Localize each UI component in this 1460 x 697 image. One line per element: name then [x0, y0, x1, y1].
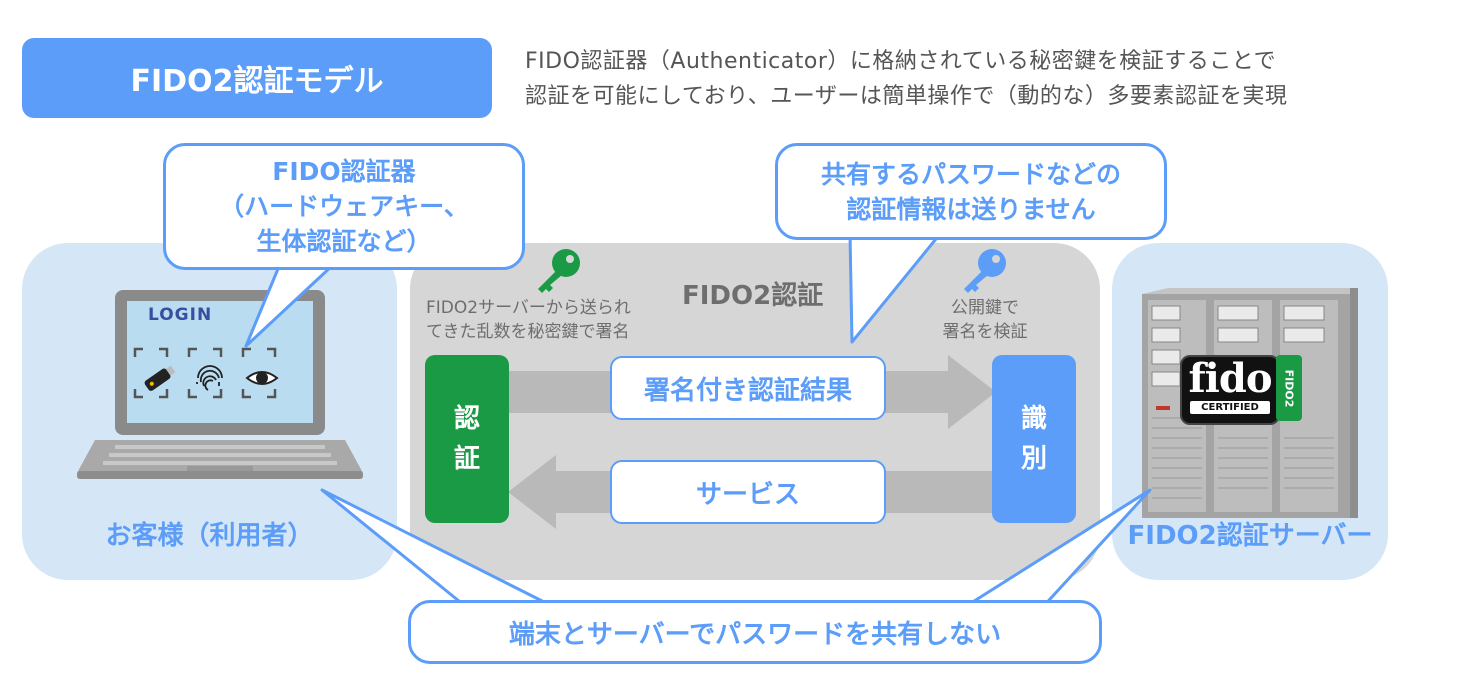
left-note-line-1: FIDO2サーバーから送られ: [426, 298, 631, 318]
usb-key-icon: [144, 365, 176, 391]
fingerprint-icon: [196, 365, 223, 391]
authenticator-callout-line-3: 生体認証など）: [256, 227, 432, 256]
fido-certified-logo: fido CERTIFIED: [1180, 355, 1280, 425]
verify-bar-char-1: 識: [1020, 404, 1047, 434]
left-note: FIDO2サーバーから送られ てきた乱数を秘密鍵で署名: [426, 296, 686, 344]
client-label: お客様（利用者）: [105, 521, 314, 551]
blue-key-icon: [964, 249, 1006, 293]
fido-logo-sub: CERTIFIED: [1190, 401, 1270, 414]
verify-bar-char-2: 別: [1020, 444, 1047, 474]
right-note-line-1: 公開鍵で: [951, 298, 1019, 318]
description-line-2: 認証を可能にしており、ユーザーは簡単操作で（動的な）多要素認証を実現: [525, 84, 1288, 109]
auth-bar-char-2: 証: [453, 444, 480, 474]
fido-logo-text: fido: [1188, 355, 1272, 402]
no-share-callout-line-2: 認証情報は送りません: [846, 194, 1096, 224]
fido2-auth-title: FIDO2認証: [682, 281, 824, 311]
description-line-1: FIDO認証器（Authenticator）に格納されている秘密鍵を検証すること…: [525, 49, 1277, 74]
auth-bar-char-1: 認: [453, 404, 480, 434]
authenticator-callout: FIDO認証器 （ハードウェアキー、 生体認証など）: [163, 143, 525, 270]
server-label: FIDO2認証サーバー: [1127, 521, 1373, 551]
verify-bar: 識 別: [992, 355, 1076, 523]
right-note-line-2: 署名を検証: [942, 322, 1028, 342]
description: FIDO認証器（Authenticator）に格納されている秘密鍵を検証すること…: [525, 44, 1445, 114]
green-key-icon: [538, 249, 580, 293]
auth-bar: 認 証: [425, 355, 509, 523]
page-title: FIDO2認証モデル: [22, 38, 492, 118]
eye-icon: [245, 371, 279, 385]
right-note: 公開鍵で 署名を検証: [925, 296, 1045, 344]
authenticator-callout-line-1: FIDO認証器: [272, 157, 416, 186]
signed-result-label: 署名付き認証結果: [610, 356, 886, 420]
left-note-line-2: てきた乱数を秘密鍵で署名: [426, 322, 630, 342]
service-label: サービス: [610, 460, 886, 524]
authenticator-callout-line-2: （ハードウェアキー、: [219, 192, 469, 221]
fido2-side-badge: FIDO2: [1276, 355, 1302, 421]
login-screen-text: LOGIN: [148, 305, 213, 325]
no-share-callout: 共有するパスワードなどの 認証情報は送りません: [775, 143, 1167, 240]
bottom-callout: 端末とサーバーでパスワードを共有しない: [408, 600, 1102, 664]
no-share-callout-line-1: 共有するパスワードなどの: [820, 159, 1121, 189]
laptop-icon: [77, 290, 363, 479]
